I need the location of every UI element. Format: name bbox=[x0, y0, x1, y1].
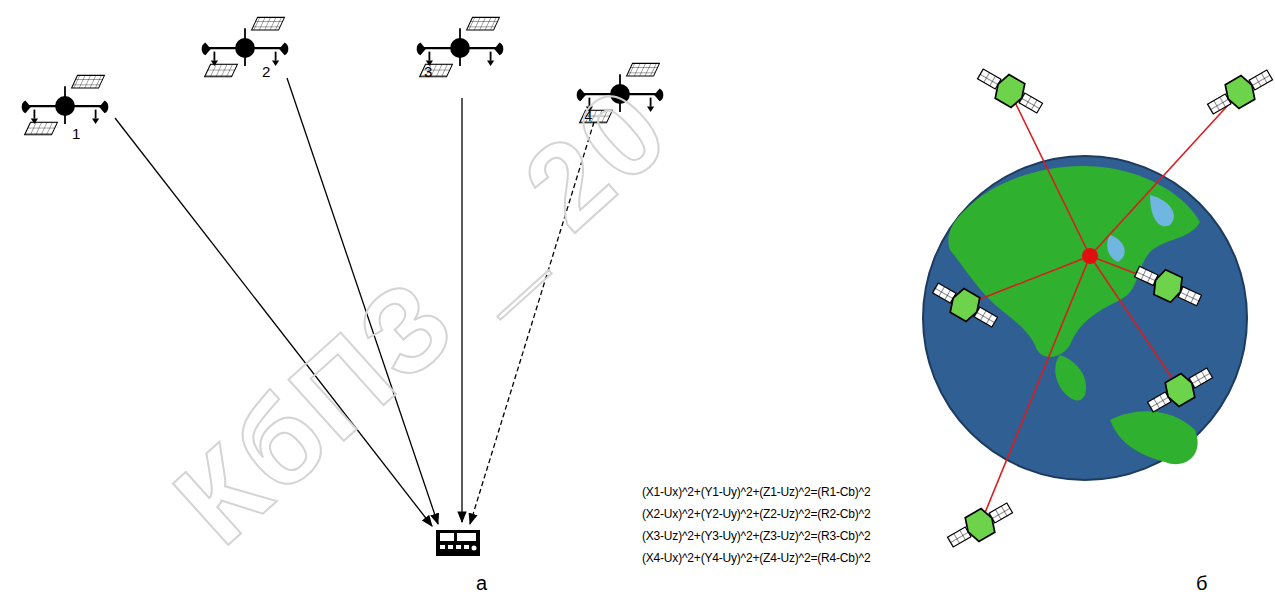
range-equation: (X1-Ux)^2+(Y1-Uy)^2+(Z1-Uz)^2=(R1-Cb)^2 bbox=[642, 486, 870, 499]
range-equation: (X4-Ux)^2+(Y4-Uy)^2+(Z4-Uz)^2=(R4-Cb)^2 bbox=[642, 552, 870, 565]
receiver-symbol bbox=[436, 530, 480, 556]
figure-caption: а bbox=[476, 572, 487, 594]
range-equation: (X3-Uz)^2+(Y3-Uy)^2+(Z3-Uz)^2=(R3-Cb)^2 bbox=[642, 530, 870, 543]
earth-globe bbox=[923, 156, 1247, 480]
range-equation: (X2-Ux)^2+(Y2-Uy)^2+(Z2-Uz)^2=(R2-Cb)^2 bbox=[642, 508, 870, 521]
callout-number: 2 bbox=[262, 64, 270, 81]
callout-number: 1 bbox=[72, 126, 80, 143]
callout-number: 3 bbox=[424, 64, 432, 81]
watermark: КбПЗ _ 20 bbox=[150, 61, 693, 568]
figure-caption: б bbox=[1196, 572, 1207, 594]
